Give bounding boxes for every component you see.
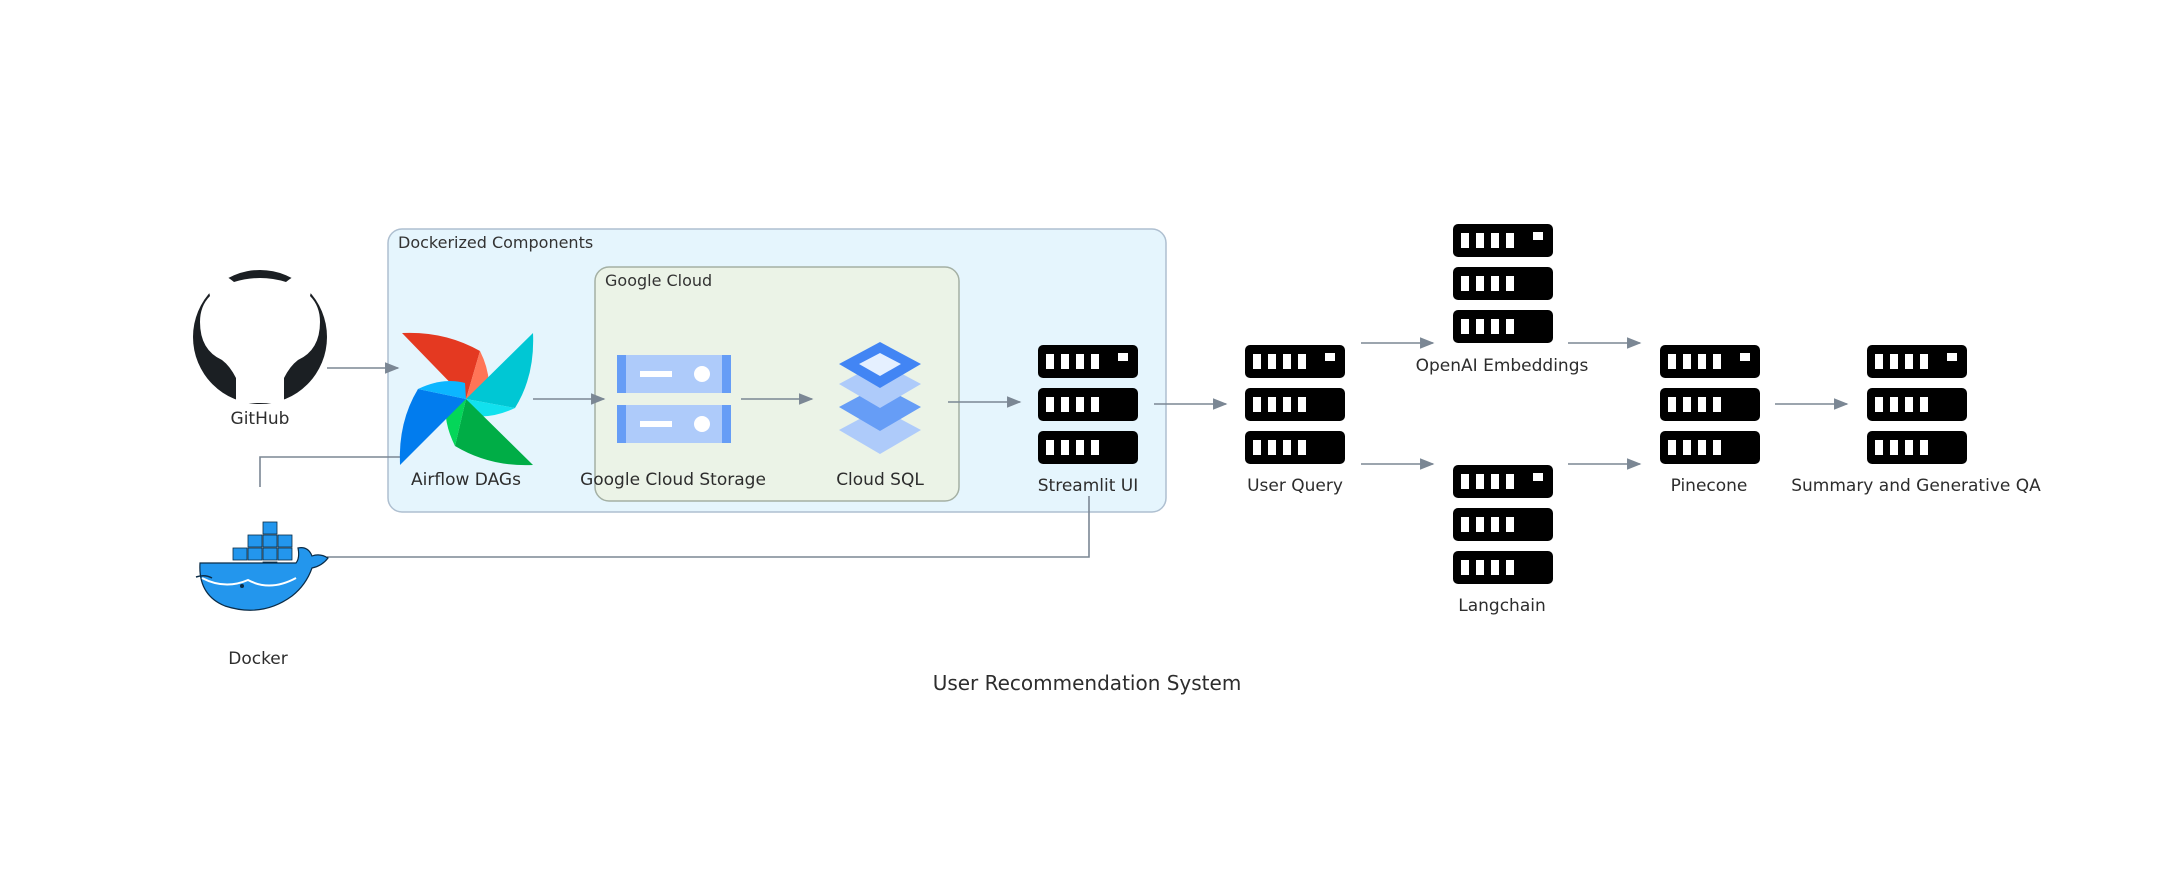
node-label-pinecone: Pinecone: [1671, 476, 1748, 496]
node-label-github: GitHub: [231, 409, 290, 429]
airflow-pinwheel-icon: [399, 332, 534, 466]
cloud-sql-stack-icon: [839, 342, 921, 454]
node-label-langchain: Langchain: [1458, 596, 1546, 616]
node-label-openai: OpenAI Embeddings: [1416, 356, 1589, 376]
cluster-label-google-cloud: Google Cloud: [605, 271, 712, 290]
cluster-label-dockerized: Dockerized Components: [398, 233, 593, 252]
node-airflow: Airflow DAGs: [399, 332, 534, 490]
node-label-user-query: User Query: [1247, 476, 1343, 496]
node-label-docker: Docker: [228, 649, 288, 669]
edges: [259, 337, 1849, 558]
node-label-airflow: Airflow DAGs: [411, 470, 521, 490]
server-rack-icon: [1867, 345, 1967, 464]
node-label-cloudsql: Cloud SQL: [836, 470, 924, 490]
edge-docker-streamlit: [327, 496, 1090, 558]
node-user-query: User Query: [1245, 345, 1345, 496]
node-gcs: Google Cloud Storage: [580, 355, 766, 490]
node-label-gcs: Google Cloud Storage: [580, 470, 766, 490]
node-label-summary: Summary and Generative QA: [1791, 476, 2041, 496]
docker-whale-icon: [195, 521, 329, 611]
edge-docker-airflow: [259, 456, 400, 487]
node-cloudsql: Cloud SQL: [836, 342, 924, 490]
github-icon: [193, 270, 327, 404]
node-label-streamlit: Streamlit UI: [1038, 476, 1138, 496]
server-rack-icon: [1038, 345, 1138, 464]
node-streamlit: Streamlit UI: [1038, 345, 1138, 496]
server-rack-icon: [1245, 345, 1345, 464]
server-rack-icon: [1660, 345, 1760, 464]
server-rack-icon: [1453, 465, 1553, 584]
node-openai-embeddings: OpenAI Embeddings: [1416, 224, 1589, 376]
diagram-title: User Recommendation System: [933, 671, 1242, 695]
node-pinecone: Pinecone: [1660, 345, 1760, 496]
node-github: GitHub: [193, 270, 327, 429]
node-langchain: Langchain: [1453, 465, 1553, 616]
server-rack-icon: [1453, 224, 1553, 343]
cloud-storage-icon: [617, 355, 731, 443]
node-docker: Docker: [195, 521, 329, 669]
node-summary: Summary and Generative QA: [1791, 345, 2041, 496]
